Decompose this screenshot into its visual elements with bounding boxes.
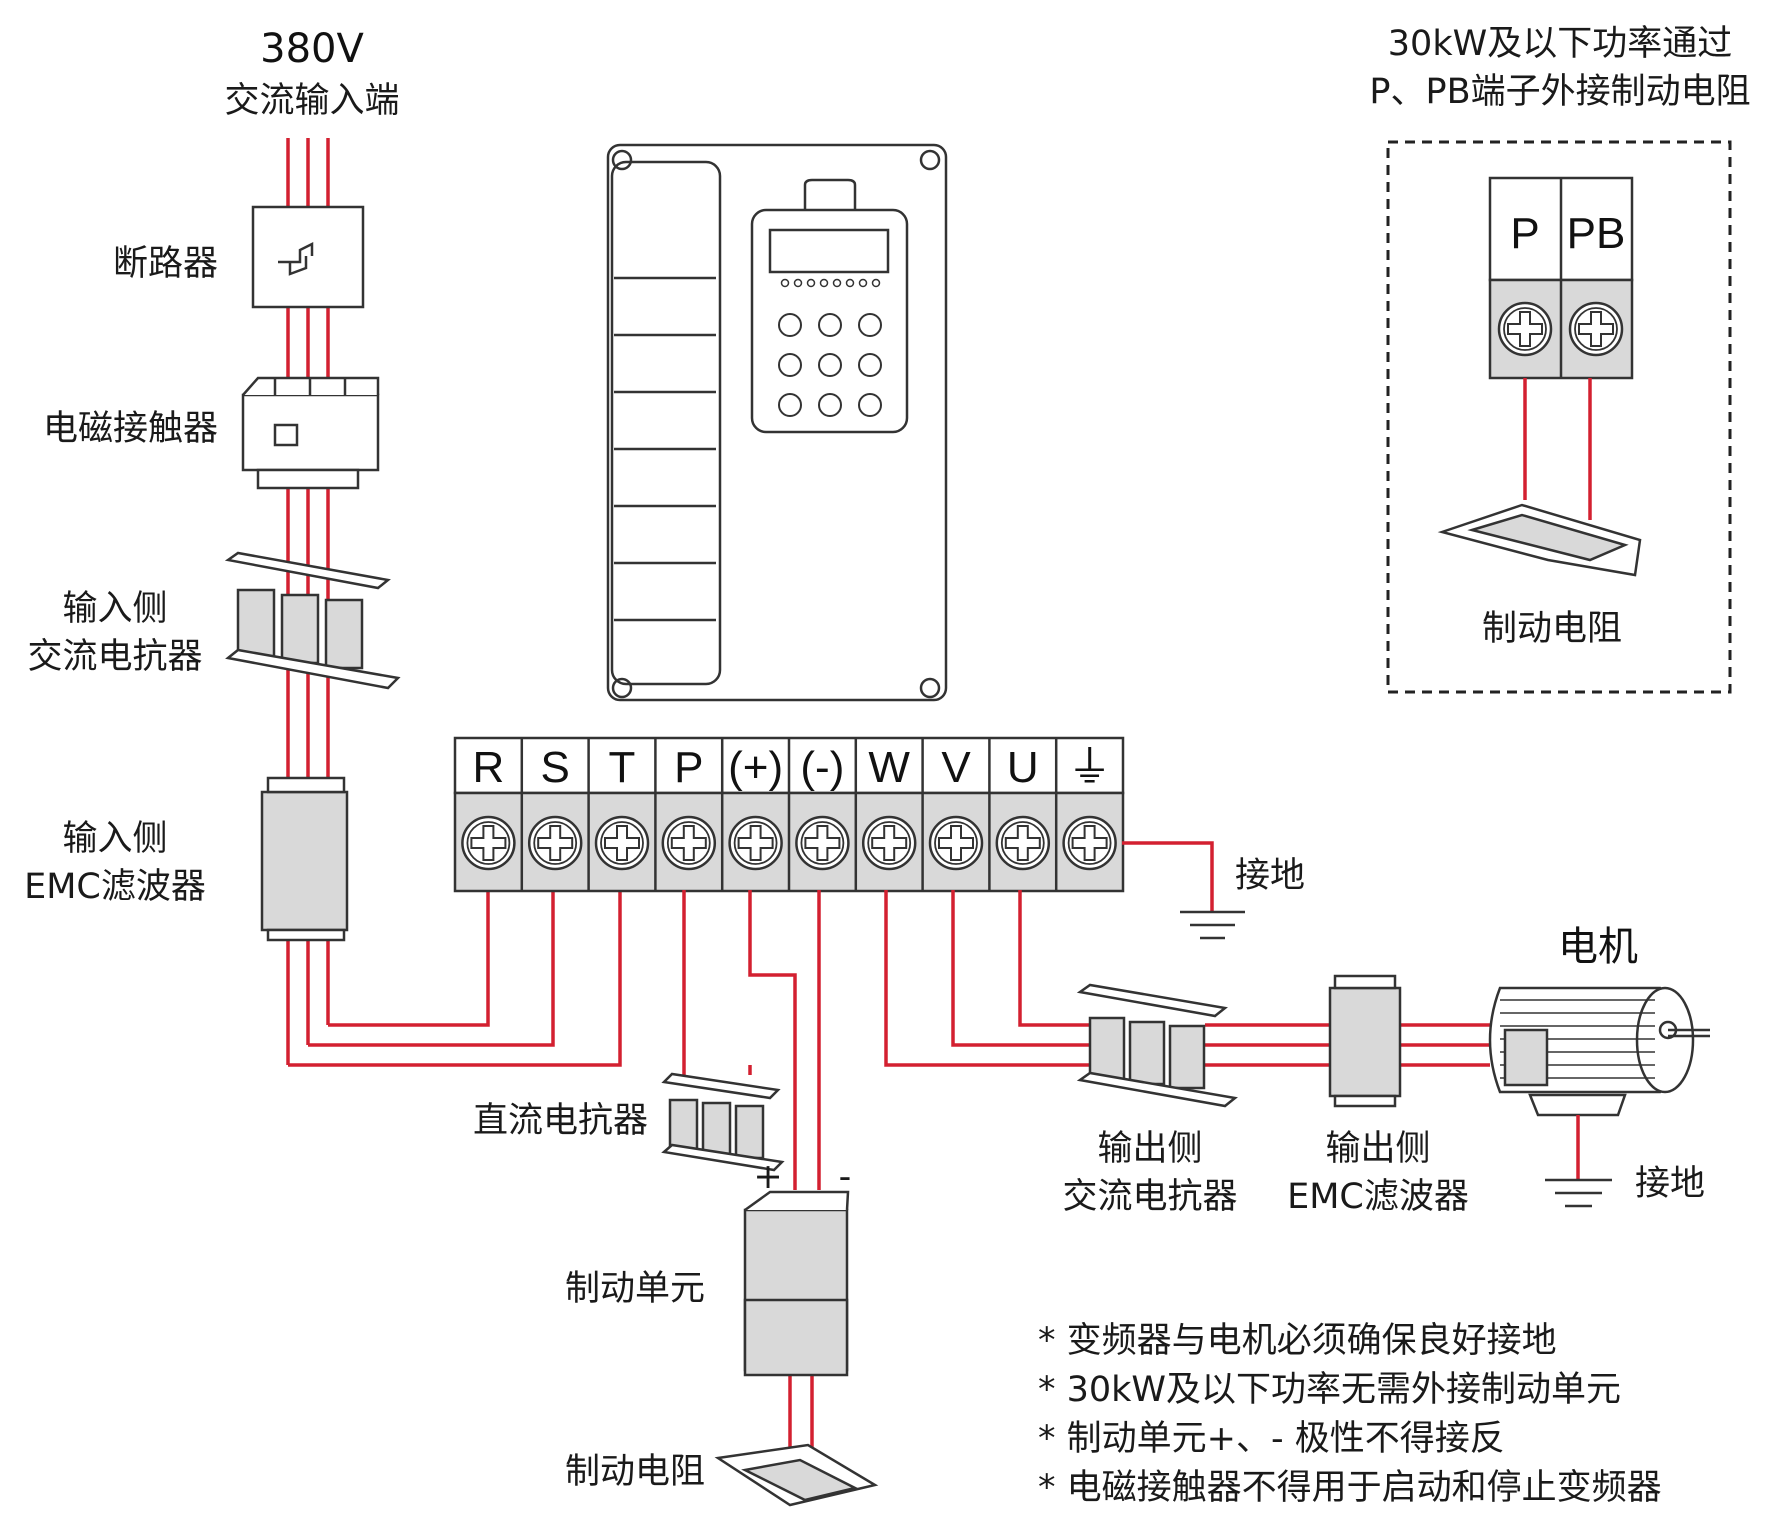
terminal-screw-5	[795, 815, 850, 871]
terminal-screw-9	[1062, 815, 1117, 871]
circuit-breaker	[251, 205, 365, 309]
output-emc-filter	[1328, 974, 1402, 1108]
braking-unit-label: 制动单元	[565, 1269, 705, 1309]
terminal-screw-0	[461, 815, 516, 871]
polarity-minus: -	[839, 1157, 852, 1197]
polarity-plus: +	[753, 1157, 782, 1197]
terminal-screw-4	[728, 815, 783, 871]
keypad-led	[845, 278, 855, 288]
inset-screw-p	[1497, 301, 1553, 357]
output-wires	[884, 890, 1490, 1067]
terminal-screw-1	[527, 815, 583, 871]
output-reactor-label-2: 交流电抗器	[1062, 1177, 1237, 1217]
keypad-button	[858, 353, 882, 377]
inset-title-2: P、PB端子外接制动电阻	[1369, 72, 1750, 112]
terminal-screw-7	[928, 815, 984, 871]
terminal-label-0: R	[473, 743, 505, 792]
note-4: * 电磁接触器不得用于启动和停止变频器	[1038, 1468, 1662, 1508]
inset-title-1: 30kW及以下功率通过	[1388, 24, 1732, 64]
terminal-label-4: (+)	[728, 743, 783, 792]
keypad-button	[778, 353, 802, 377]
output-emc-label-2: EMC滤波器	[1287, 1177, 1469, 1217]
input-reactor-label-1: 输入侧	[62, 589, 167, 629]
terminal-label-2: T	[609, 743, 636, 792]
input-emc-label-1: 输入侧	[62, 819, 167, 859]
terminal-screw-3	[661, 815, 717, 871]
dc-wires	[682, 890, 821, 1490]
input-ac-reactor	[224, 551, 401, 690]
terminal-label-1: S	[541, 743, 570, 792]
keypad-led	[871, 278, 881, 288]
input-emc-label-2: EMC滤波器	[24, 867, 206, 907]
motor-label: 电机	[1558, 924, 1638, 970]
keypad-led	[780, 278, 790, 288]
inverter-body	[606, 143, 948, 702]
motor-ground	[1545, 1115, 1612, 1208]
terminal-label-8: U	[1007, 743, 1039, 792]
keypad-led	[819, 278, 829, 288]
inset-terminal-pb: PB	[1567, 209, 1626, 258]
note-3: * 制动单元+、- 极性不得接反	[1038, 1419, 1505, 1459]
keypad-led	[793, 278, 803, 288]
keypad-button	[818, 313, 842, 337]
inset-screw-pb	[1568, 301, 1624, 357]
source-voltage-label: 380V	[260, 26, 364, 72]
ground-label-motor: 接地	[1635, 1164, 1705, 1204]
inset-resistor-label: 制动电阻	[1482, 609, 1622, 649]
keypad-led	[858, 278, 868, 288]
dc-reactor	[661, 1072, 785, 1172]
inset-terminal-block: P PB	[1488, 176, 1634, 380]
terminal-screw-2	[594, 815, 650, 871]
braking-resistor-bottom	[714, 1443, 879, 1507]
output-ac-reactor	[1076, 983, 1238, 1108]
ground-label-terminal: 接地	[1235, 856, 1305, 896]
terminal-screw-6	[861, 815, 917, 871]
terminal-label-9: ⏚	[1068, 743, 1112, 792]
input-reactor-label-2: 交流电抗器	[27, 637, 202, 677]
source-type-label: 交流输入端	[224, 81, 399, 121]
keypad-button	[858, 393, 882, 417]
terminal-screw-8	[995, 815, 1051, 871]
keypad-led	[806, 278, 816, 288]
dc-reactor-label: 直流电抗器	[473, 1101, 648, 1141]
magnetic-contactor	[241, 376, 380, 490]
terminal-label-5: (-)	[800, 743, 844, 792]
output-reactor-label-1: 输出侧	[1097, 1129, 1202, 1169]
contactor-label: 电磁接触器	[43, 409, 218, 449]
motor	[1488, 986, 1710, 1117]
terminal-ground	[1122, 841, 1245, 940]
braking-unit	[743, 1190, 850, 1377]
inset-terminal-p: P	[1510, 209, 1539, 258]
terminal-label-7: V	[941, 743, 971, 792]
note-1: * 变频器与电机必须确保良好接地	[1038, 1321, 1557, 1361]
terminal-label-6: W	[868, 743, 910, 792]
note-2: * 30kW及以下功率无需外接制动单元	[1038, 1370, 1621, 1410]
output-emc-label-1: 输出侧	[1325, 1129, 1430, 1169]
keypad-button	[778, 393, 802, 417]
keypad-button	[818, 393, 842, 417]
braking-resistor-label: 制动电阻	[565, 1452, 705, 1492]
notes: * 变频器与电机必须确保良好接地 * 30kW及以下功率无需外接制动单元 * 制…	[1038, 1321, 1662, 1508]
inset-frame	[1386, 140, 1732, 694]
keypad-button	[778, 313, 802, 337]
input-emc-filter	[260, 776, 349, 942]
inset-braking-resistor	[1437, 503, 1642, 577]
terminal-label-3: P	[674, 743, 703, 792]
keypad-led	[832, 278, 842, 288]
keypad-button	[818, 353, 842, 377]
keypad-button	[858, 313, 882, 337]
breaker-label: 断路器	[113, 244, 218, 284]
